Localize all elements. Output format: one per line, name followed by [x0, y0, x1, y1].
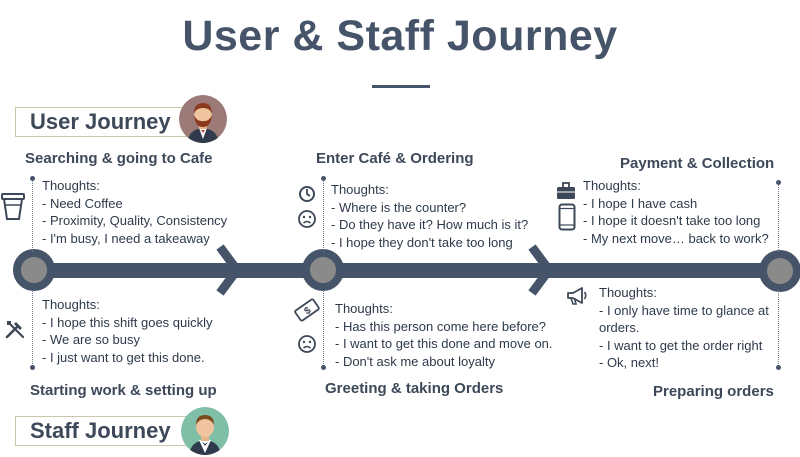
- user-journey-label: User Journey: [15, 107, 210, 137]
- thought-line: - Don't ask me about loyalty: [335, 353, 495, 369]
- timeline-arrow-1: [216, 244, 243, 296]
- thoughts-starting-work: Thoughts: - I hope this shift goes quick…: [42, 296, 213, 366]
- thought-line: - Do they have it? How much is it?: [331, 217, 529, 232]
- connector-line: [323, 290, 324, 366]
- connector-line: [323, 180, 324, 252]
- bearded-man-avatar: [179, 95, 227, 143]
- frown-face-icon: [297, 209, 317, 229]
- stage-title-preparing: Preparing orders: [653, 383, 774, 400]
- staff-journey-label-text: Staff Journey: [30, 418, 171, 443]
- thoughts-greeting: Thoughts: - Has this person come here be…: [335, 300, 553, 370]
- timeline-node-middle: [302, 249, 344, 291]
- stage-title-searching: Searching & going to Cafe: [25, 150, 213, 167]
- thoughts-title: Thoughts:: [42, 297, 100, 312]
- connector-dot: [30, 176, 35, 181]
- connector-line: [32, 180, 33, 252]
- money-icon: $: [293, 298, 321, 322]
- thoughts-title: Thoughts:: [583, 178, 641, 193]
- tools-icon: [4, 318, 26, 340]
- stage-title-starting-work: Starting work & setting up: [30, 382, 217, 399]
- thoughts-preparing: Thoughts: - I only have time to glance a…: [599, 284, 769, 372]
- coffee-cup-icon: [0, 192, 26, 222]
- thought-line: - My next move… back to work?: [583, 230, 769, 246]
- thought-line: - Ok, next!: [599, 355, 659, 370]
- connector-line: [778, 184, 779, 252]
- thought-line: - I hope this shift goes quickly: [42, 314, 213, 330]
- timeline-bar: [30, 263, 785, 278]
- connector-dot: [776, 180, 781, 185]
- thought-line: - Proximity, Quality, Consistency: [42, 213, 228, 228]
- connector-line: [778, 290, 779, 366]
- user-journey-label-text: User Journey: [30, 109, 171, 134]
- thought-line: orders.: [599, 320, 640, 335]
- thought-line: - I want to get the order right: [599, 337, 763, 353]
- clock-icon: [298, 185, 316, 203]
- page-title: User & Staff Journey: [182, 12, 618, 60]
- thoughts-ordering: Thoughts: - Where is the counter? - Do t…: [331, 181, 528, 251]
- waiter-avatar: [181, 407, 229, 455]
- smartphone-icon: [558, 203, 576, 231]
- thoughts-title: Thoughts:: [599, 285, 657, 300]
- connector-dot: [30, 365, 35, 370]
- connector-dot: [321, 176, 326, 181]
- stage-title-payment: Payment & Collection: [620, 155, 775, 172]
- stage-title-ordering: Enter Café & Ordering: [316, 150, 474, 167]
- thought-line: - We are so busy: [42, 332, 141, 347]
- title-underline: [372, 85, 430, 88]
- connector-dot: [776, 365, 781, 370]
- timeline-node-start: [13, 249, 55, 291]
- thoughts-title: Thoughts:: [42, 178, 100, 193]
- thoughts-title: Thoughts:: [331, 182, 389, 197]
- megaphone-icon: [565, 285, 589, 307]
- thoughts-title: Thoughts:: [335, 301, 393, 316]
- svg-text:$: $: [302, 305, 313, 317]
- thought-line: - I hope I have cash: [583, 195, 698, 211]
- thought-line: - I hope they don't take too long: [331, 234, 513, 250]
- connector-dot: [321, 365, 326, 370]
- connector-line: [32, 290, 33, 366]
- thoughts-searching: Thoughts: - Need Coffee - Proximity, Qua…: [42, 177, 227, 247]
- thoughts-payment: Thoughts: - I hope I have cash - I hope …: [583, 177, 769, 247]
- thought-line: - I just want to get this done.: [42, 349, 205, 365]
- timeline-node-end: [759, 250, 800, 292]
- thought-line: - Need Coffee: [42, 195, 123, 211]
- thought-line: - I'm busy, I need a takeaway: [42, 230, 210, 246]
- briefcase-icon: [556, 182, 576, 200]
- stage-title-greeting: Greeting & taking Orders: [325, 380, 504, 397]
- thought-line: - Where is the counter?: [331, 199, 467, 215]
- thought-line: - Has this person come here before?: [335, 318, 546, 334]
- thought-line: - I only have time to glance at: [599, 302, 769, 318]
- timeline-arrow-2: [528, 244, 555, 296]
- frown-face-icon: [297, 334, 317, 354]
- thought-line: - I want to get this done and move on.: [335, 336, 553, 351]
- staff-journey-label: Staff Journey: [15, 416, 210, 446]
- thought-line: - I hope it doesn't take too long: [583, 213, 761, 228]
